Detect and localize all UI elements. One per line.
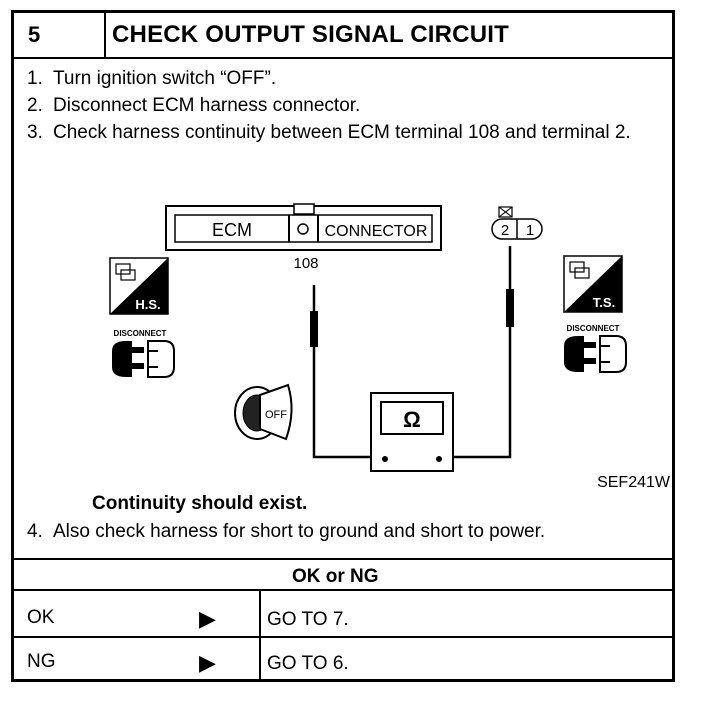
instruction-number: 4. [27, 521, 43, 542]
harness-terminal-1: 1 [526, 222, 534, 239]
ignition-label: OFF [265, 409, 287, 421]
ecm-terminal-number: 108 [293, 255, 318, 272]
instruction-text: Also check harness for short to ground a… [53, 521, 546, 542]
result-header: OK or NG [292, 566, 379, 587]
ts-badge-icon: T.S. [563, 255, 623, 313]
continuity-diagram: ECM CONNECTOR 108 2 1 Ω [109, 203, 671, 491]
result-action-ok[interactable]: GO TO 7. [267, 609, 349, 630]
instruction-text: Turn ignition switch “OFF”. [53, 68, 277, 89]
instruction-number: 1. [27, 68, 43, 89]
probe-tip-right [506, 289, 514, 327]
divider [14, 589, 672, 591]
ohmmeter: Ω [370, 392, 454, 472]
instruction-text: Disconnect ECM harness connector. [53, 95, 361, 116]
disconnect-label: DISCONNECT [114, 329, 167, 338]
hs-badge-icon: H.S. [109, 257, 169, 315]
result-status-ok: OK [27, 607, 55, 628]
ecm-label: ECM [212, 220, 252, 240]
procedure-box: 5 CHECK OUTPUT SIGNAL CIRCUIT 1. Turn ig… [11, 10, 675, 682]
continuity-note: Continuity should exist. [92, 493, 308, 514]
harness-connector: 2 1 [491, 206, 543, 240]
ohm-symbol: Ω [403, 407, 421, 432]
hs-badge-label: H.S. [135, 297, 160, 312]
instruction-text: Check harness continuity between ECM ter… [53, 122, 631, 143]
disconnect-label: DISCONNECT [567, 324, 620, 333]
ignition-key-icon: OFF [234, 383, 293, 441]
instruction-list: 1. Turn ignition switch “OFF”. 2. Discon… [27, 65, 657, 146]
instruction-item: 1. Turn ignition switch “OFF”. [27, 65, 657, 92]
divider [14, 636, 672, 638]
instruction-item: 2. Disconnect ECM harness connector. [27, 92, 657, 119]
arrow-right-icon: ▶ [199, 650, 216, 675]
result-action-ng[interactable]: GO TO 6. [267, 653, 349, 674]
step-number: 5 [14, 13, 106, 57]
disconnect-icon-right: DISCONNECT [564, 324, 627, 373]
arrow-right-icon: ▶ [199, 606, 216, 631]
result-status-ng: NG [27, 651, 56, 672]
instruction-item: 3. Check harness continuity between ECM … [27, 119, 657, 146]
instruction-number: 3. [27, 122, 43, 143]
procedure-title: CHECK OUTPUT SIGNAL CIRCUIT [112, 21, 509, 48]
column-divider [259, 589, 261, 679]
connector-label: CONNECTOR [325, 223, 428, 240]
divider [14, 558, 672, 560]
ecm-connector: ECM CONNECTOR 108 [165, 203, 442, 272]
instruction-number: 2. [27, 95, 43, 116]
ts-badge-label: T.S. [593, 295, 615, 310]
instruction-item: 4. Also check harness for short to groun… [27, 521, 545, 543]
procedure-header: 5 CHECK OUTPUT SIGNAL CIRCUIT [14, 13, 672, 59]
harness-terminal-2: 2 [501, 222, 509, 239]
disconnect-icon-left: DISCONNECT [112, 329, 175, 378]
figure-id: SEF241W [597, 474, 671, 491]
probe-tip-left [310, 311, 318, 347]
